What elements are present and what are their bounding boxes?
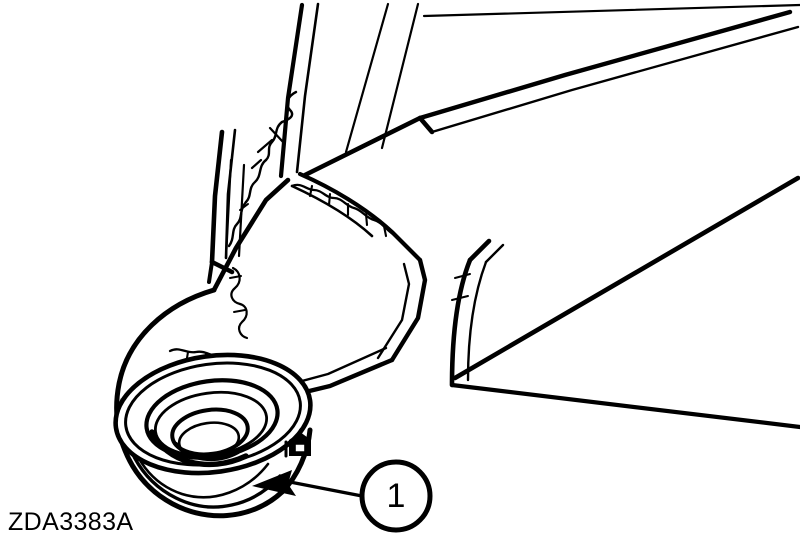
vertical-plate: [207, 128, 246, 284]
weld-bead: [290, 183, 395, 238]
bracket-arm: [211, 171, 428, 403]
callout-leader: [252, 470, 364, 498]
figure-part-number: ZDA3383A: [8, 508, 134, 536]
weld-bead: [227, 90, 298, 340]
bushing-eye: [113, 287, 313, 519]
leader-arrowhead: [252, 470, 296, 496]
clamp-tab: [284, 422, 311, 458]
callout-circle[interactable]: [359, 459, 433, 533]
beam-lower-face: [449, 175, 800, 430]
main-beam: [278, 2, 800, 179]
